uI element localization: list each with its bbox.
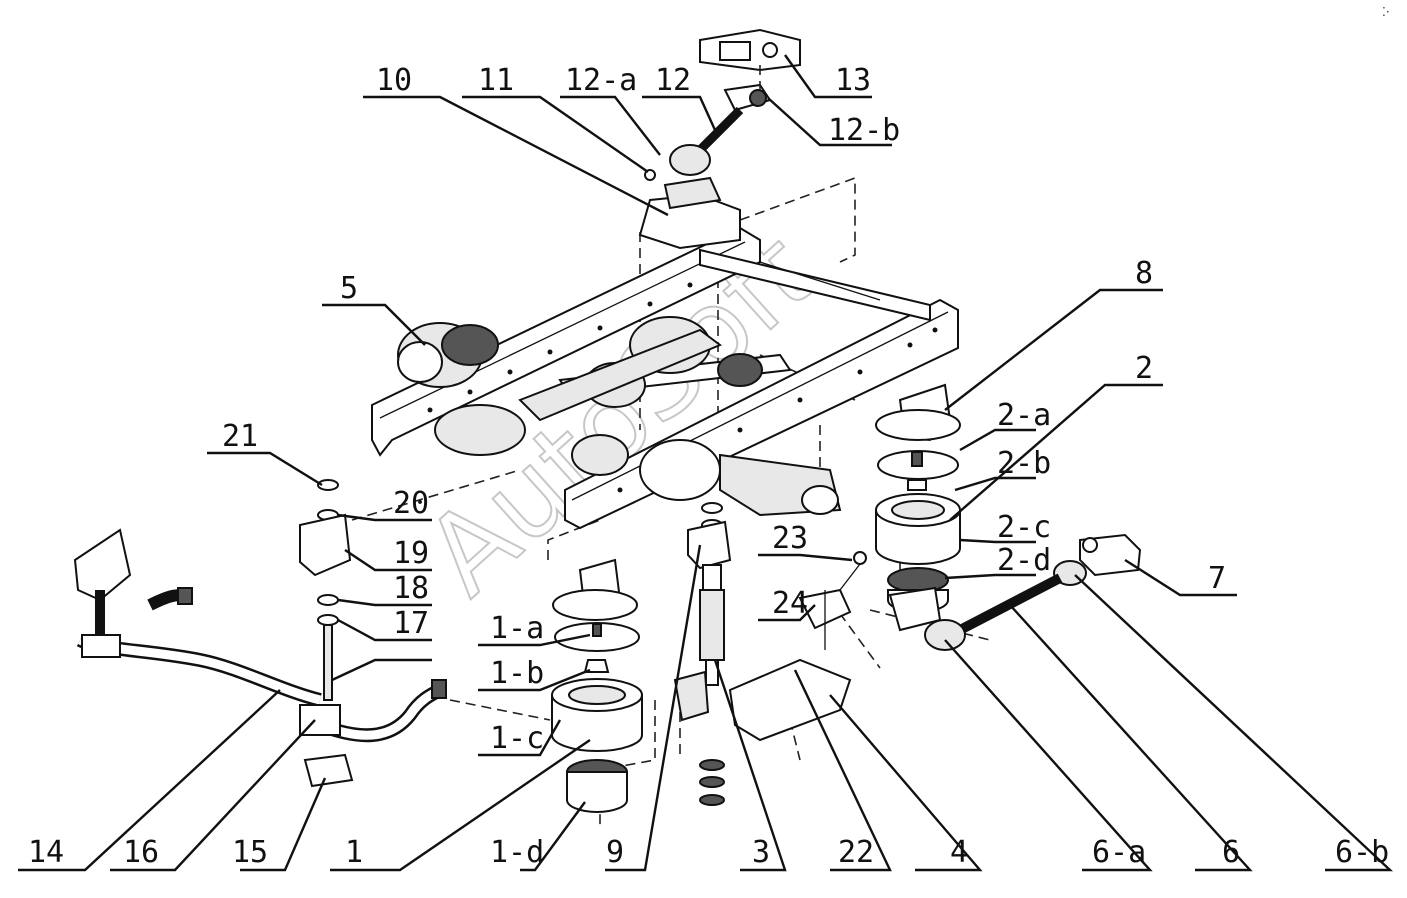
drop-link-assembly xyxy=(299,479,352,701)
label-5: 5 xyxy=(340,271,358,306)
label-1: 1 xyxy=(345,835,363,870)
lower-bracket-assembly xyxy=(673,551,867,742)
label-21: 21 xyxy=(222,419,258,454)
lateral-rod-assembly xyxy=(924,533,1142,651)
label-14: 14 xyxy=(28,835,64,870)
label-15: 15 xyxy=(232,835,268,870)
left-air-spring-assembly xyxy=(551,558,643,813)
leader-lines xyxy=(18,54,1394,872)
label-7: 7 xyxy=(1208,561,1226,596)
label-6: 6 xyxy=(1222,835,1240,870)
label-3: 3 xyxy=(752,835,770,870)
label-17: 17 xyxy=(393,606,429,641)
label-18: 18 xyxy=(393,571,429,606)
label-9: 9 xyxy=(606,835,624,870)
label-19: 19 xyxy=(393,536,429,571)
label-12-a: 12-a xyxy=(565,63,637,98)
label-6-b: 6-b xyxy=(1335,835,1389,870)
label-4: 4 xyxy=(950,835,968,870)
label-13: 13 xyxy=(835,63,871,98)
label-10: 10 xyxy=(376,63,412,98)
label-1-a: 1-a xyxy=(490,611,544,646)
callout-labels: 10 11 12-a 12 13 12-b 5 8 2 2-a 2-b 2-c … xyxy=(28,63,1389,870)
label-24: 24 xyxy=(772,586,808,621)
label-2-c: 2-c xyxy=(997,510,1051,545)
label-12-b: 12-b xyxy=(828,113,900,148)
label-1-c: 1-c xyxy=(490,721,544,756)
label-16: 16 xyxy=(123,835,159,870)
v-rod-assembly xyxy=(638,28,801,250)
label-2-a: 2-a xyxy=(997,398,1051,433)
label-2-d: 2-d xyxy=(997,543,1051,578)
stabilizer-bar-assembly xyxy=(73,528,447,788)
corner-mark: ⁚· xyxy=(1382,5,1390,19)
shock-absorber-assembly xyxy=(687,502,732,806)
label-12: 12 xyxy=(655,63,691,98)
label-23: 23 xyxy=(772,521,808,556)
label-2: 2 xyxy=(1135,351,1153,386)
label-8: 8 xyxy=(1135,256,1153,291)
label-22: 22 xyxy=(838,835,874,870)
right-air-spring-assembly xyxy=(875,383,961,632)
label-6-a: 6-a xyxy=(1092,835,1146,870)
label-2-b: 2-b xyxy=(997,446,1051,481)
label-11: 11 xyxy=(478,63,514,98)
label-1-d: 1-d xyxy=(490,835,544,870)
label-20: 20 xyxy=(393,486,429,521)
label-1-b: 1-b xyxy=(490,656,544,691)
